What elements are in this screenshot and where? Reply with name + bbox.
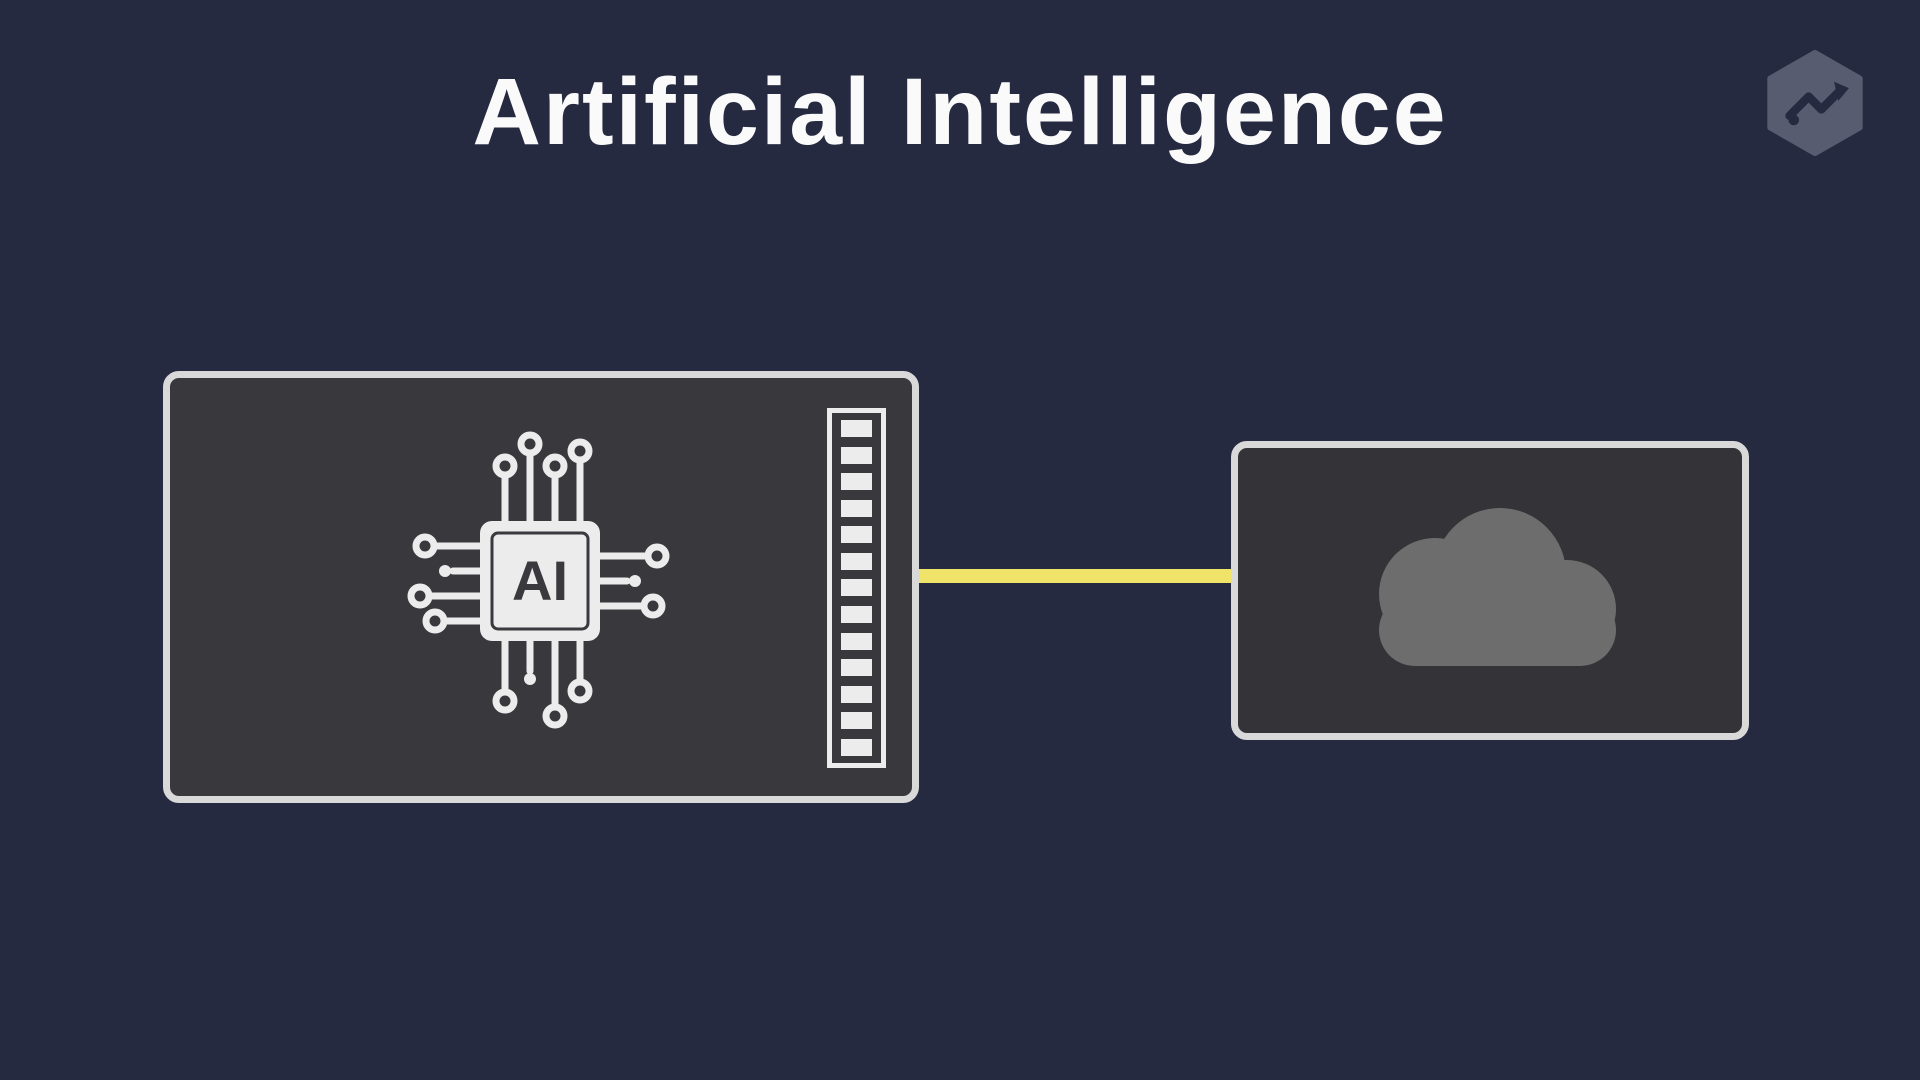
port-strip-segment bbox=[841, 738, 872, 756]
port-strip-segment bbox=[841, 446, 872, 464]
port-strip-segment bbox=[841, 473, 872, 491]
connection-line bbox=[915, 569, 1235, 583]
port-strip-segment bbox=[841, 632, 872, 650]
page-title: Artificial Intelligence bbox=[472, 59, 1448, 165]
port-strip-icon bbox=[827, 408, 886, 768]
port-strip-segment bbox=[841, 606, 872, 624]
cloud-device-box bbox=[1231, 441, 1749, 740]
port-strip-segment bbox=[841, 526, 872, 544]
port-strip-segment bbox=[841, 552, 872, 570]
chip-label: AI bbox=[512, 549, 568, 612]
port-strip-segment bbox=[841, 685, 872, 703]
hexagon-brand-logo-icon bbox=[1767, 50, 1863, 156]
ai-chip-icon: AI bbox=[407, 431, 670, 729]
port-strip-segment bbox=[841, 712, 872, 730]
cloud-icon bbox=[1379, 507, 1616, 666]
port-strip-segment bbox=[841, 420, 872, 437]
port-strip-segment bbox=[841, 499, 872, 517]
port-strip-segment bbox=[841, 659, 872, 677]
port-strip-segment bbox=[841, 579, 872, 597]
ai-device-box: AI bbox=[163, 371, 919, 803]
